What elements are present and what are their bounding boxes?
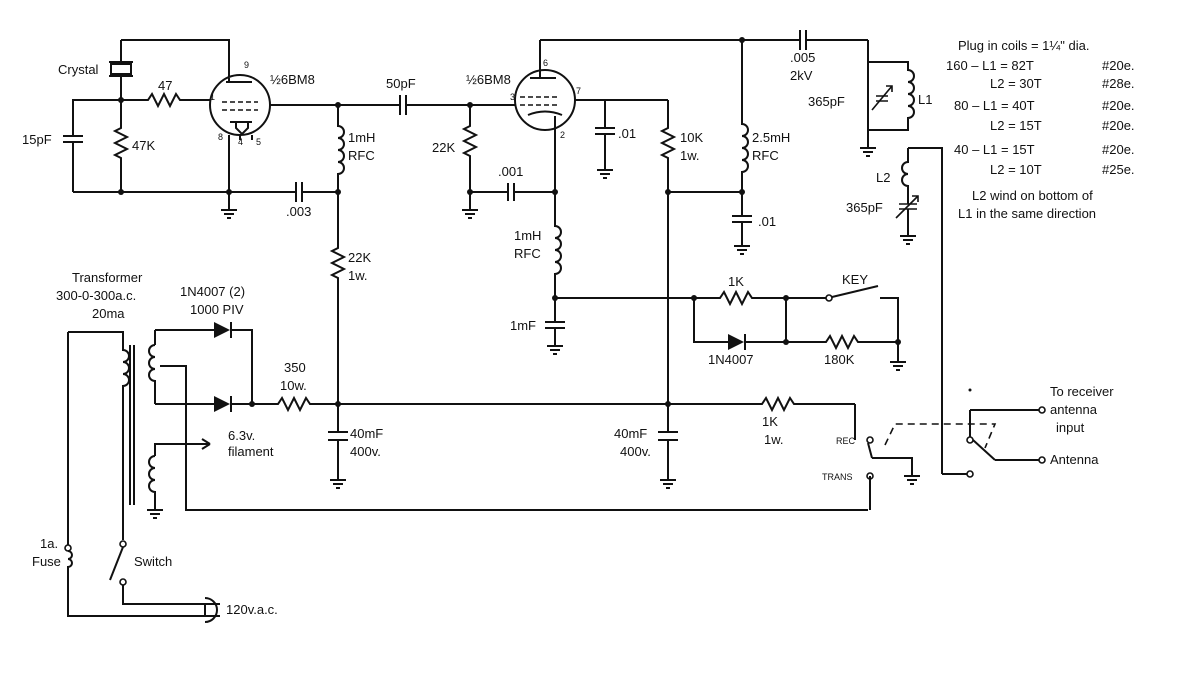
diode-pair-rating: 1000 PIV [190,302,244,317]
coil-table-title: Plug in coils = 1¼" dia. [958,38,1089,53]
tube2-pin-3: 3 [510,92,515,102]
receiver-label-b: antenna [1050,402,1098,417]
resistor-1k-out-label-a: 1K [762,414,778,429]
coil-40-l2: L2 = 10T [990,162,1042,177]
tube2-pin-2: 2 [560,130,565,140]
tube-1 [209,74,271,192]
tank-circuit [860,40,919,245]
tube2-pin-7: 7 [576,86,581,96]
cap-001-label: .001 [498,164,523,179]
rfc2-label-b: RFC [752,148,779,163]
cap-365-tank-label: 365pF [808,94,845,109]
coil-40-l2-wire: #25e. [1102,162,1135,177]
cap-50pf-label: 50pF [386,76,416,91]
cap-005-label-a: .005 [790,50,815,65]
transformer-rating: 300-0-300a.c. [56,288,136,303]
transformer-current: 20ma [92,306,125,321]
resistor-350-label-b: 10w. [280,378,307,393]
rfc3-label-a: 1mH [514,228,541,243]
receiver-label-c: input [1056,420,1085,435]
coil-80-l2: L2 = 15T [990,118,1042,133]
filament-label-a: 6.3v. [228,428,255,443]
coil-table: Plug in coils = 1¼" dia. 160 – L1 = 82T … [946,38,1135,221]
cap-1mf-label: 1mF [510,318,536,333]
tube1-label: ½6BM8 [270,72,315,87]
rfc1-label-b: RFC [348,148,375,163]
filament-label-b: filament [228,444,274,459]
coil-80-l1-wire: #20e. [1102,98,1135,113]
coil-note-a: L2 wind on bottom of [972,188,1093,203]
cap-40mf-a-label-a: 40mF [350,426,383,441]
rfc1-label-a: 1mH [348,130,375,145]
coil-80-l1: 80 – L1 = 40T [954,98,1035,113]
tube1-pin-5: 5 [256,137,261,147]
resistor-22k-drop-label-b: 1w. [348,268,368,283]
coil-note-b: L1 in the same direction [958,206,1096,221]
tube-2 [514,40,605,131]
tube1-pin-8: 8 [218,132,223,142]
rfc3-label-b: RFC [514,246,541,261]
diode-pair-title: 1N4007 (2) [180,284,245,299]
resistor-1k-out-label-b: 1w. [764,432,784,447]
labels: Crystal 47 ½6BM8 1 9 8 4 5 15pF 47K 1mH … [22,50,1114,617]
cap-005-label-b: 2kV [790,68,813,83]
coil-160-l2: L2 = 30T [990,76,1042,91]
tr-switch [854,147,1046,510]
tube2-pin-6: 6 [543,58,548,68]
cap-003-label: .003 [286,204,311,219]
resistor-10k-label-a: 10K [680,130,703,145]
tube2-label: ½6BM8 [466,72,511,87]
coil-l1-label: L1 [918,92,932,107]
rfc2-label-a: 2.5mH [752,130,790,145]
fuse-label-a: 1a. [40,536,58,551]
switch-trans-label: TRANS [822,472,853,482]
coil-40-l1-wire: #20e. [1102,142,1135,157]
coil-160-l1: 160 – L1 = 82T [946,58,1034,73]
oscillator-stage [63,39,345,219]
transformer-title: Transformer [72,270,143,285]
keying-circuit [555,285,906,371]
crystal-label: Crystal [58,62,99,77]
resistor-22k-drop-label-a: 22K [348,250,371,265]
diode-key-label: 1N4007 [708,352,754,367]
cap-365-link-label: 365pF [846,200,883,215]
resistor-22k-grid-label: 22K [432,140,455,155]
fuse-label-b: Fuse [32,554,61,569]
cap-15pf-label: 15pF [22,132,52,147]
crystal [109,40,133,100]
cap-40mf-b-label-b: 400v. [620,444,651,459]
coil-l2-label: L2 [876,170,890,185]
tube1-pin-4: 4 [238,137,243,147]
cap-40mf-a-label-b: 400v. [350,444,381,459]
tube1-pin-9: 9 [244,60,249,70]
resistor-180k-label: 180K [824,352,855,367]
cap-40mf-b-label-a: 40mF [614,426,647,441]
cap-01-plate-label: .01 [758,214,776,229]
receiver-label-a: To receiver [1050,384,1114,399]
resistor-1k-key-label: 1K [728,274,744,289]
key-label: KEY [842,272,868,287]
switch-rec-label: REC [836,436,856,446]
mains-label: 120v.a.c. [226,602,278,617]
antenna-label: Antenna [1050,452,1099,467]
resistor-10k-label-b: 1w. [680,148,700,163]
resistor-47k-label: 47K [132,138,155,153]
resistor-350-label-a: 350 [284,360,306,375]
tube1-pin-1: 1 [210,92,215,102]
cap-01-screen-label: .01 [618,126,636,141]
coil-40-l1: 40 – L1 = 15T [954,142,1035,157]
coil-80-l2-wire: #20e. [1102,118,1135,133]
coil-160-l2-wire: #28e. [1102,76,1135,91]
power-supply [64,192,868,623]
switch-label: Switch [134,554,172,569]
amplifier-stage [461,30,868,355]
coil-160-l1-wire: #20e. [1102,58,1135,73]
resistor-47-label: 47 [158,78,172,93]
